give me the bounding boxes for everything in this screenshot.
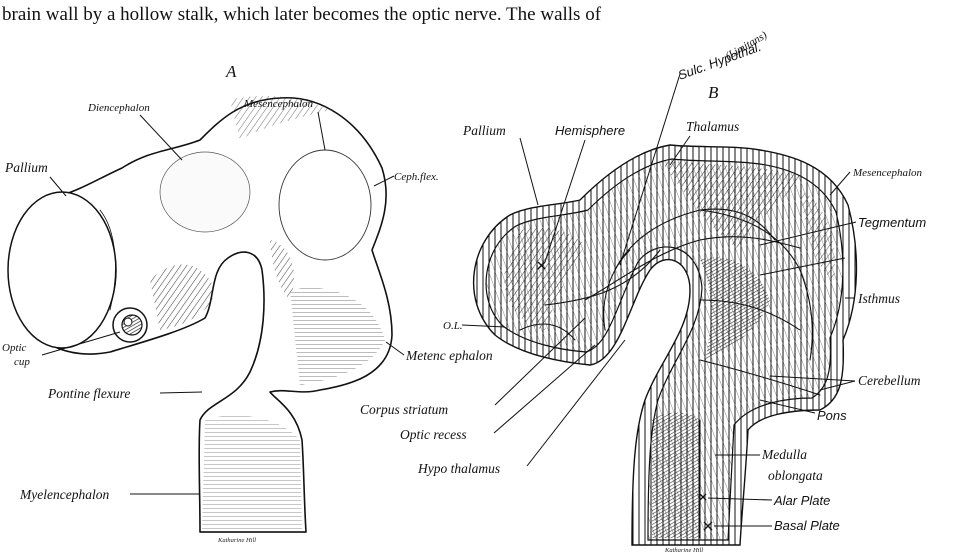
label-a-pallium: Pallium <box>4 160 48 175</box>
panel-a-signature: Katharine Hill <box>217 537 256 544</box>
label-b-basal-plate: Basal Plate <box>774 518 840 533</box>
label-b-cerebellum: Cerebellum <box>858 373 921 388</box>
label-a-metencephalon: Metenc ephalon <box>405 348 493 363</box>
panel-a-optic-cup <box>113 308 147 342</box>
label-b-medulla: Medulla <box>761 447 807 462</box>
label-b-ol: O.L. <box>443 320 463 332</box>
label-b-mesencephalon: Mesencephalon <box>852 167 923 179</box>
panel-a-mesencephalon-bulge <box>279 150 371 260</box>
panel-b-letter: B <box>708 83 719 102</box>
panel-b: B Sulc. Hypothal. (Limitans) <box>360 29 926 554</box>
label-a-ceph-flex: Ceph.flex. <box>394 171 439 183</box>
label-b-oblongata: oblongata <box>768 468 823 483</box>
label-a-mesencephalon: Mesencephalon <box>243 98 314 110</box>
label-b-tegmentum: Tegmentum <box>858 215 926 230</box>
panel-a-diencephalon-bulge <box>160 152 250 232</box>
caption-fragment: brain wall by a hollow stalk, which late… <box>2 4 602 25</box>
label-a-diencephalon: Diencephalon <box>87 102 150 114</box>
label-b-isthmus: Isthmus <box>857 291 900 306</box>
label-b-corpus-striatum: Corpus striatum <box>360 402 448 417</box>
label-b-pons: Pons <box>817 408 847 423</box>
label-b-hypothalamus: Hypo thalamus <box>417 461 500 476</box>
label-a-cup: cup <box>14 356 30 368</box>
label-b-alar-plate: Alar Plate <box>773 493 830 508</box>
label-b-hemisphere: Hemisphere <box>555 123 625 138</box>
label-b-thalamus: Thalamus <box>686 119 739 134</box>
panel-a-letter: A <box>225 62 237 81</box>
label-a-myelencephalon: Myelencephalon <box>19 487 109 502</box>
label-b-pallium: Pallium <box>462 123 506 138</box>
label-a-optic: Optic <box>2 342 27 354</box>
panel-a-pallium <box>8 192 116 348</box>
label-b-optic-recess: Optic recess <box>400 427 467 442</box>
panel-b-signature: Katharine Hill <box>664 547 703 554</box>
label-a-pontine-flexure: Pontine flexure <box>47 386 130 401</box>
